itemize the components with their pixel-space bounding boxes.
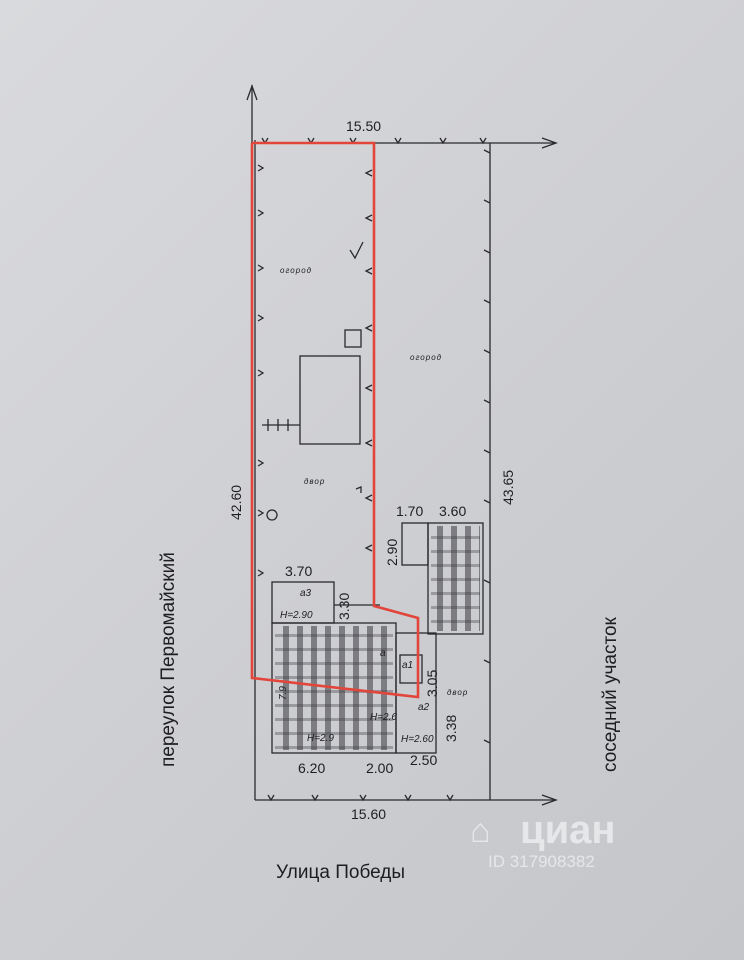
street-label-bottom: Улица Победы <box>276 862 406 883</box>
annex-block <box>395 632 437 754</box>
annex-a-label: а <box>380 648 386 659</box>
yard-label-top: двор <box>304 477 326 486</box>
yard-mark <box>355 486 362 493</box>
watermark-id: ID 317908382 <box>488 852 595 871</box>
watermark-brand: циан <box>520 808 616 852</box>
bottom-width-label: 15.60 <box>351 806 387 822</box>
annex-height-label: Н=2.90 <box>280 610 313 621</box>
annex2-height-label: Н=2.60 <box>401 734 434 745</box>
well-mark <box>266 509 278 521</box>
bottom-fence-ticks <box>267 794 454 802</box>
dim-2-50: 2.50 <box>410 752 438 768</box>
watermark-logo-icon: ⌂ <box>470 812 491 850</box>
main-height-label: Н=2.9 <box>307 733 334 744</box>
dim-1-70: 1.70 <box>396 503 424 519</box>
bottom-right-arrowhead <box>541 794 558 806</box>
dim-2-90: 2.90 <box>384 538 400 566</box>
annex-label: а3 <box>300 588 312 599</box>
dim-3-60: 3.60 <box>439 503 467 519</box>
inner-fence-ticks <box>364 169 373 552</box>
annex-a1-label: а1 <box>402 660 414 671</box>
annex-inner-room <box>399 654 423 684</box>
check-mark <box>349 241 364 260</box>
top-left-arrowhead <box>246 84 258 101</box>
dim-2-00: 2.00 <box>366 760 394 776</box>
garden-label-left: огород <box>280 266 313 275</box>
plan-area-letter: 7.9 <box>278 686 289 700</box>
lane-label-left: переулок Первомайский <box>158 552 179 767</box>
neighbor-label-right: соседний участок <box>600 617 621 772</box>
highlighted-plot-boundary <box>250 141 420 699</box>
dim-3-70: 3.70 <box>285 563 313 579</box>
neighbor-hatching <box>431 526 480 631</box>
right-length-label: 43.65 <box>500 469 516 505</box>
dim-3-38: 3.38 <box>443 714 459 742</box>
house-inner-height-label: Н=2.6 <box>370 712 397 723</box>
neighbor-annex <box>401 522 429 566</box>
dim-3-30: 3.30 <box>336 592 352 620</box>
dim-3-05: 3.05 <box>424 669 440 697</box>
top-width-label: 15.50 <box>346 118 382 134</box>
outbuilding <box>299 355 361 445</box>
small-shed <box>344 329 362 348</box>
garden-label-right: огород <box>410 353 443 362</box>
right-fence-ticks <box>483 149 491 744</box>
walkway-ticks <box>267 419 289 431</box>
left-fence-ticks <box>257 164 265 577</box>
yard-label-bottom: двор <box>447 688 469 697</box>
left-length-label: 42.60 <box>228 484 244 520</box>
neighbor-building <box>427 522 484 635</box>
top-right-arrowhead <box>541 137 558 149</box>
annex-a2-label: а2 <box>418 702 430 713</box>
dim-6-20: 6.20 <box>298 760 326 776</box>
